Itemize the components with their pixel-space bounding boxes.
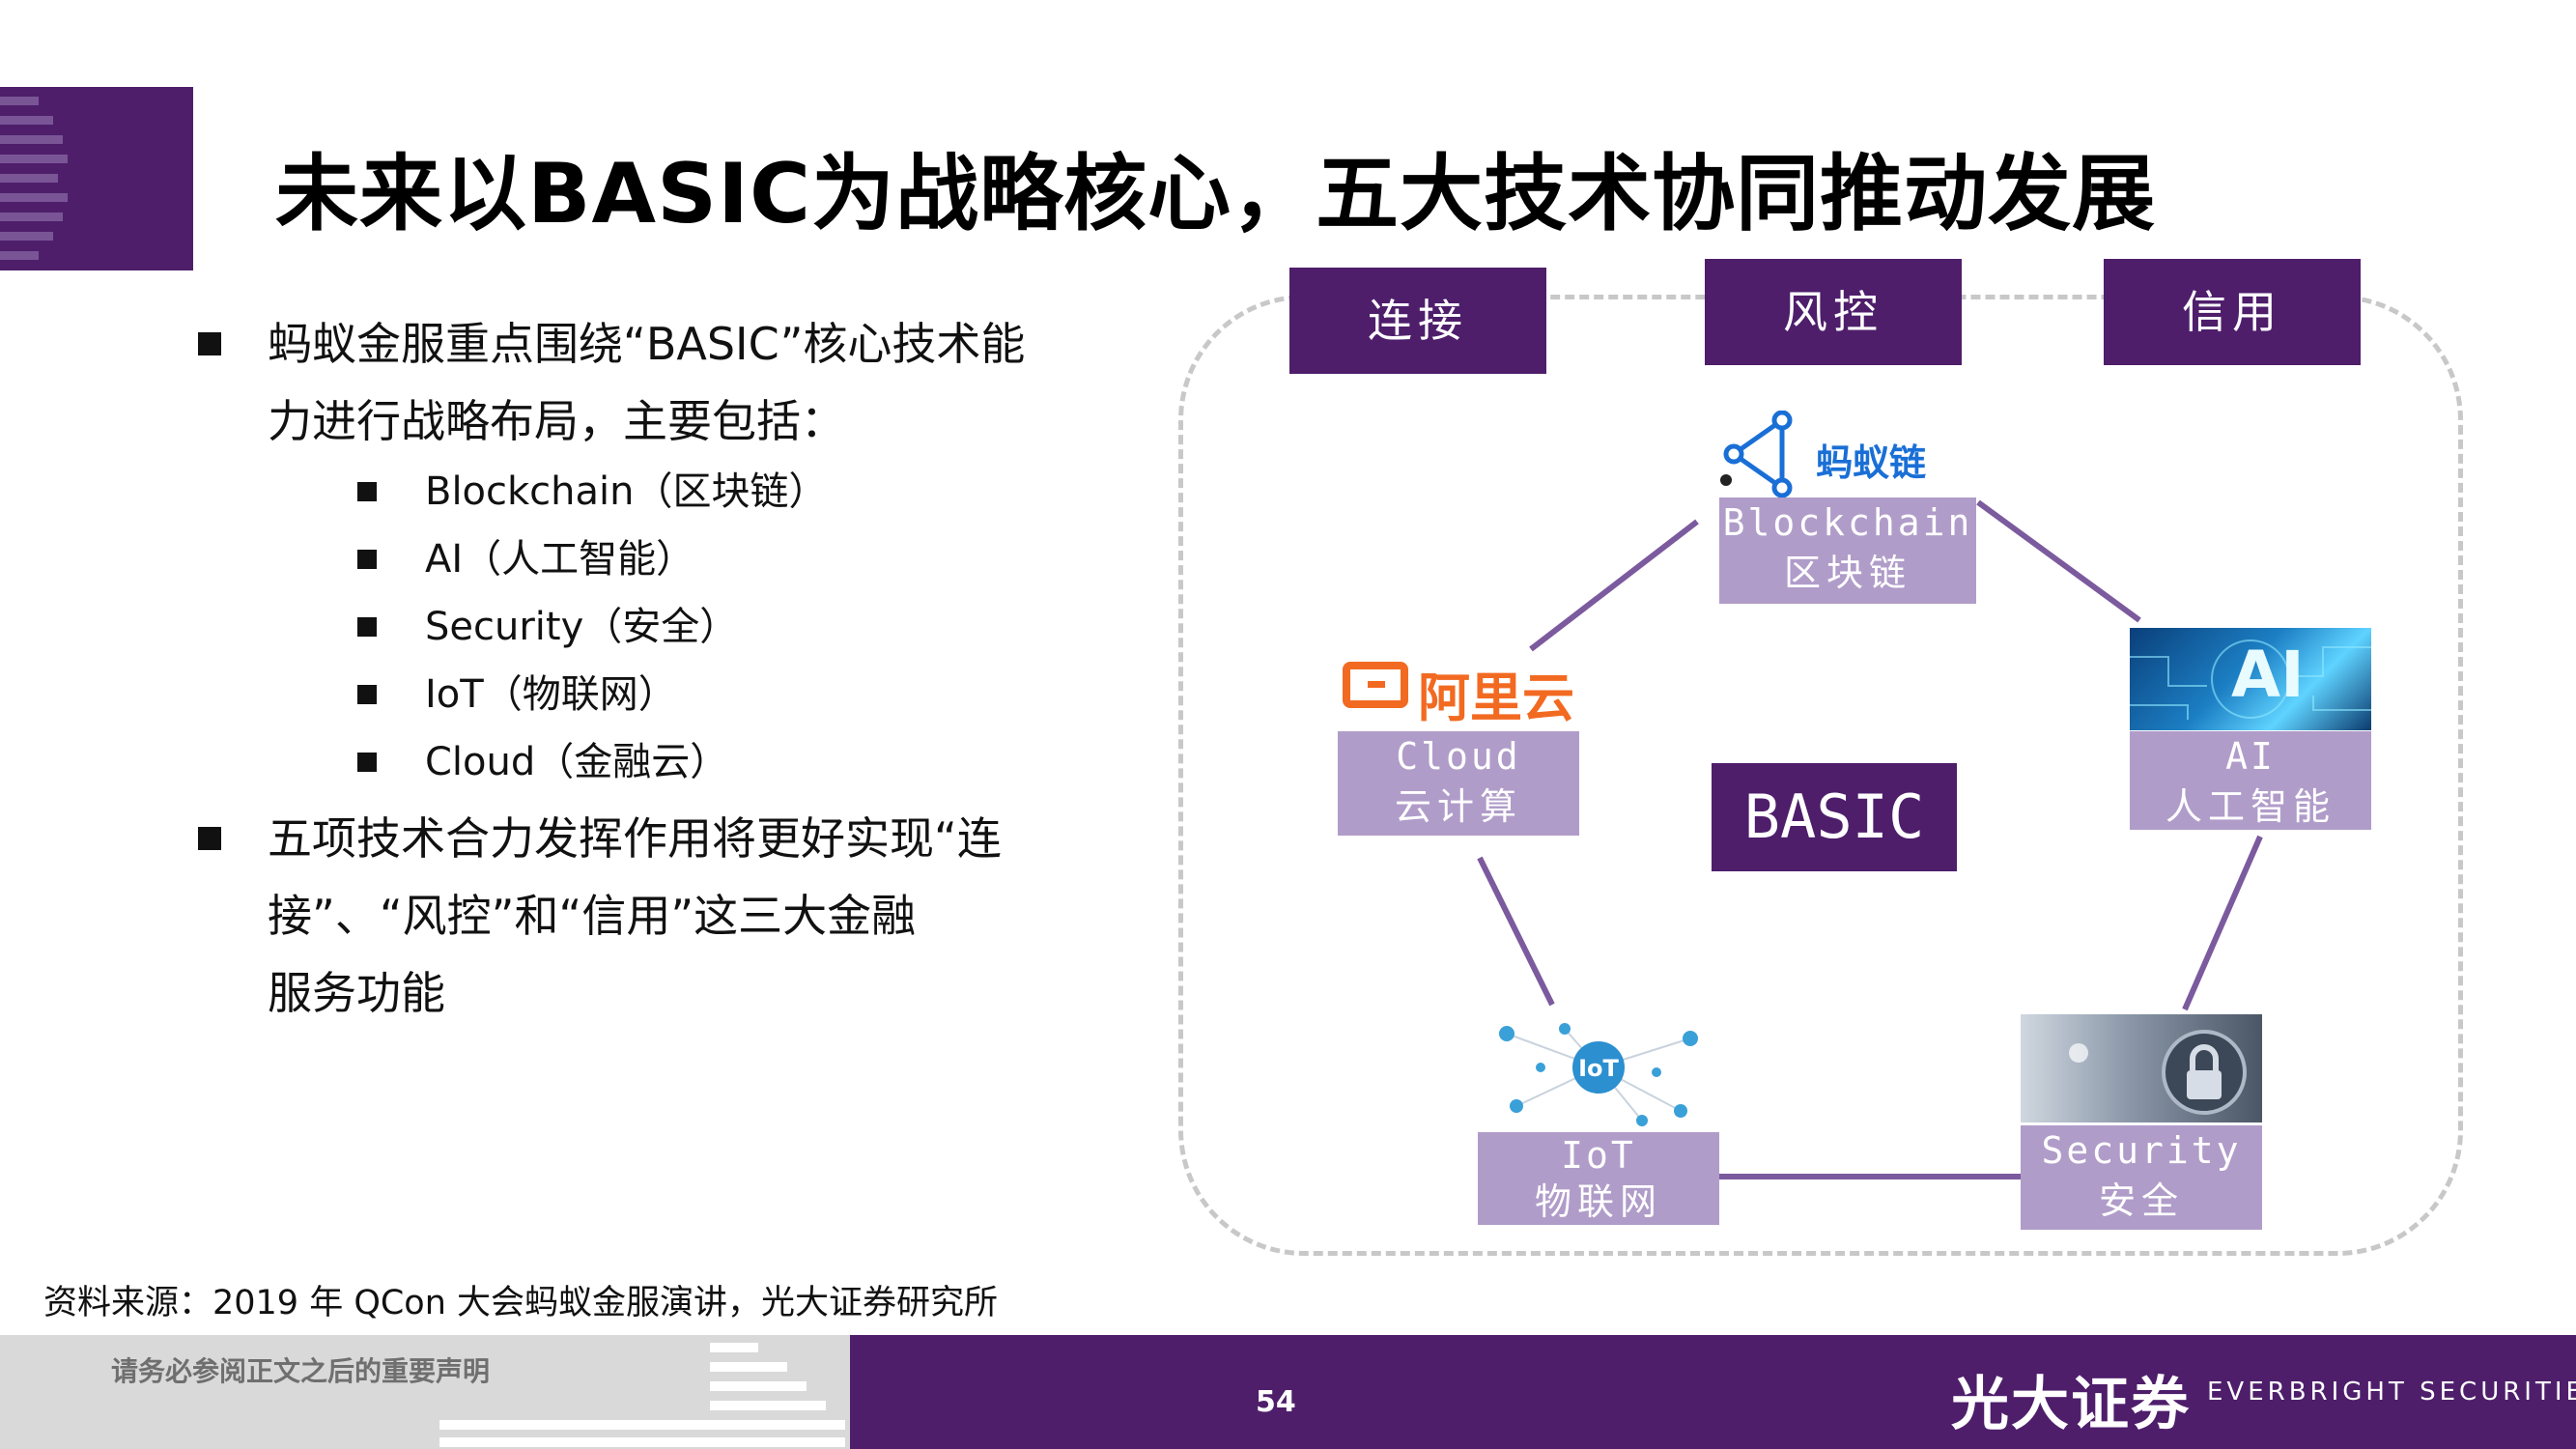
ant-chain-logo-text: 蚂蚁链 — [1816, 441, 1927, 484]
edge-blockchain-cloud — [1529, 519, 1699, 652]
bullet-sub-text: Cloud（金融云） — [425, 740, 729, 784]
top-box-credit: 信用 — [2104, 259, 2361, 365]
brand-logo-cn: 光大证券 — [1951, 1371, 2191, 1438]
top-box-connect: 连接 — [1289, 268, 1546, 374]
node-ai-cn: 人工智能 — [2165, 785, 2335, 828]
iot-network-image: IoT — [1499, 1023, 1698, 1126]
bullet-square-icon — [357, 550, 377, 569]
padlock-icon — [2069, 1030, 2247, 1115]
bullet-square-icon — [357, 753, 377, 772]
node-blockchain-en: Blockchain — [1722, 501, 1973, 544]
bullet-main-1: 蚂蚁金服重点围绕“BASIC”核心技术能 力进行战略布局，主要包括： — [198, 305, 1067, 460]
page-number: 54 — [1256, 1385, 1296, 1419]
bullet-sub-text: AI（人工智能） — [425, 537, 695, 582]
bullet-sub-text: Blockchain（区块链） — [425, 469, 828, 514]
edge-cloud-iot — [1477, 856, 1555, 1007]
source-note: 资料来源：2019 年 QCon 大会蚂蚁金服演讲，光大证券研究所 — [43, 1284, 999, 1322]
footer-grey-panel — [0, 1335, 850, 1449]
bullet-square-icon — [357, 685, 377, 704]
node-iot-cn: 物联网 — [1534, 1180, 1662, 1223]
center-basic-box: BASIC — [1712, 763, 1957, 871]
bullet-main-2-line2: 接”、“风控”和“信用”这三大金融 — [268, 890, 917, 942]
node-blockchain-cn: 区块链 — [1783, 552, 1911, 594]
bullet-sub-text: IoT（物联网） — [425, 672, 677, 717]
iot-badge-text: IoT — [1578, 1055, 1619, 1082]
node-security-en: Security — [2041, 1129, 2242, 1172]
node-iot: IoT 物联网 — [1478, 1132, 1719, 1225]
bullet-square-icon — [357, 482, 377, 501]
node-cloud: Cloud 云计算 — [1338, 731, 1579, 836]
edge-ai-security — [2182, 835, 2263, 1011]
ai-circuit-image — [2130, 628, 2371, 730]
node-security-cn: 安全 — [2098, 1179, 2184, 1222]
node-ai: AI 人工智能 — [2130, 731, 2371, 830]
node-blockchain: Blockchain 区块链 — [1719, 497, 1976, 604]
header-accent-block — [0, 87, 193, 270]
node-cloud-cn: 云计算 — [1394, 785, 1522, 828]
edge-blockchain-ai — [1976, 499, 2141, 623]
brand-logo-en: EVERBRIGHT SECURITIES — [2207, 1378, 2576, 1406]
bullet-main-1-line2: 力进行战略布局，主要包括： — [268, 395, 845, 447]
bullet-square-icon — [357, 617, 377, 637]
aliyun-logo-icon — [1343, 662, 1408, 708]
footer-disclaimer: 请务必参阅正文之后的重要声明 — [111, 1355, 491, 1387]
top-box-risk-control: 风控 — [1705, 259, 1962, 365]
node-ai-en: AI — [2225, 735, 2276, 778]
bullet-main-1-line1: 蚂蚁金服重点围绕“BASIC”核心技术能 — [268, 318, 1026, 370]
bullet-main-2-line1: 五项技术合力发挥作用将更好实现“连 — [268, 812, 1002, 865]
bullet-square-icon — [198, 332, 221, 355]
ai-image-text: AI — [2231, 638, 2305, 712]
bullet-square-icon — [198, 827, 221, 850]
ant-chain-logo-icon — [1720, 411, 1793, 497]
node-security: Security 安全 — [2021, 1125, 2262, 1230]
node-iot-en: IoT — [1561, 1134, 1636, 1177]
bullet-main-2: 五项技术合力发挥作用将更好实现“连 接”、“风控”和“信用”这三大金融 服务功能 — [198, 800, 1067, 1032]
security-lock-image — [2021, 1014, 2262, 1122]
node-cloud-en: Cloud — [1396, 735, 1521, 778]
page-title: 未来以BASIC为战略核心，五大技术协同推动发展 — [275, 146, 2157, 242]
bullet-main-2-line3: 服务功能 — [268, 967, 445, 1019]
aliyun-logo-text: 阿里云 — [1418, 668, 1574, 728]
circuit-pattern-icon — [2130, 639, 2371, 720]
bullet-sub-text: Security（安全） — [425, 605, 739, 649]
